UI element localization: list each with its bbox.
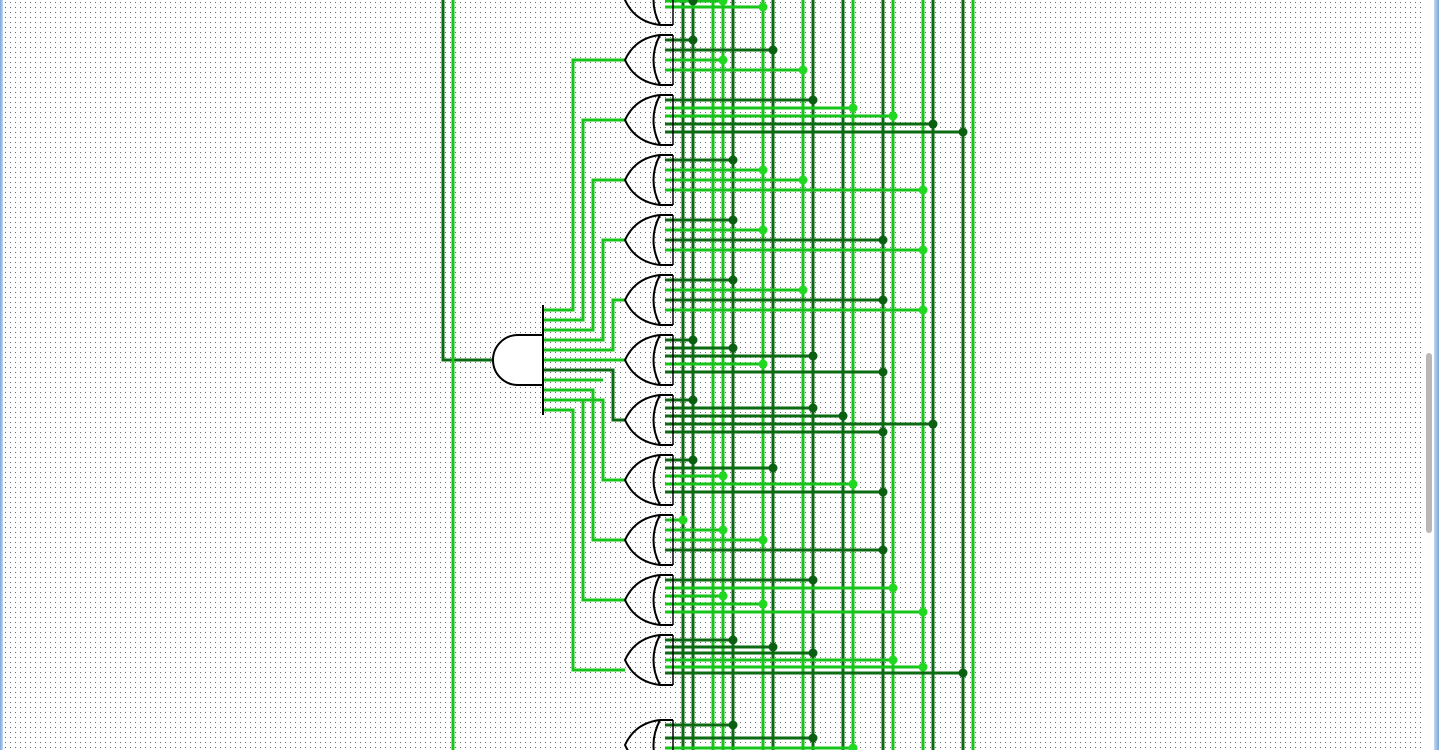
or-gate [623, 574, 673, 626]
bus-tap-junction [808, 733, 818, 743]
bus-tap-junction [758, 599, 768, 609]
bus-tap-junction [808, 403, 818, 413]
and-output-wire [441, 0, 495, 362]
bus-tap-junction [728, 275, 738, 285]
or-input-wire [543, 58, 625, 312]
bus-tap-junction [688, 0, 698, 6]
or-input-wire [543, 178, 625, 332]
wire-layer [441, 0, 975, 750]
bus-tap-junction [718, 0, 728, 6]
bus-tap-junction [848, 743, 858, 750]
bus-tap-junction [878, 545, 888, 555]
gate-layer [492, 0, 674, 750]
or-gate [623, 634, 673, 686]
bus-tap-junction [798, 285, 808, 295]
bus-tap-junction [918, 607, 928, 617]
or-gate [623, 94, 673, 146]
bus-tap-junction [758, 359, 768, 369]
or-input-wire [543, 368, 625, 422]
or-gate [623, 334, 673, 386]
bus-tap-junction [888, 111, 898, 121]
bus-tap-junction [808, 575, 818, 585]
bus-tap-junction [918, 662, 928, 672]
bus-tap-junction [728, 155, 738, 165]
window-right-border [1434, 0, 1439, 750]
bus-tap-junction [718, 471, 728, 481]
or-input-wire [543, 238, 625, 342]
or-input-wire [543, 118, 625, 322]
bus-tap-junction [728, 215, 738, 225]
or-gate [623, 514, 673, 566]
bus-tap-junction [728, 343, 738, 353]
bus-tap-junction [888, 655, 898, 665]
bus-tap-junction [808, 648, 818, 658]
bus-tap-junction [688, 395, 698, 405]
bus-tap-junction [798, 175, 808, 185]
or-gate [623, 154, 673, 206]
junction-layer [678, 0, 968, 750]
or-gate [623, 274, 673, 326]
or-gate [623, 454, 673, 506]
bus-tap-junction [878, 235, 888, 245]
bus-tap-junction [758, 225, 768, 235]
bus-tap-junction [928, 419, 938, 429]
bus-tap-junction [878, 367, 888, 377]
bus-tap-junction [718, 525, 728, 535]
bus-tap-junction [688, 35, 698, 45]
bus-tap-junction [718, 591, 728, 601]
bus-tap-junction [808, 351, 818, 361]
or-gate [623, 394, 673, 446]
bus-tap-junction [678, 515, 688, 525]
or-input-wire [543, 408, 625, 672]
bus-tap-junction [718, 55, 728, 65]
or-gate [623, 719, 673, 750]
bus-tap-junction [848, 479, 858, 489]
bus-tap-junction [878, 427, 888, 437]
bus-tap-junction [728, 635, 738, 645]
bus-tap-junction [918, 305, 928, 315]
bus-tap-junction [688, 455, 698, 465]
or-gate [623, 0, 673, 26]
bus-tap-junction [688, 335, 698, 345]
or-gate [623, 214, 673, 266]
and-gate [492, 334, 544, 386]
bus-tap-junction [878, 487, 888, 497]
bus-tap-junction [768, 45, 778, 55]
window-left-border [0, 0, 3, 750]
or-input-wire [543, 298, 625, 352]
or-gate [623, 34, 673, 86]
bus-tap-junction [958, 668, 968, 678]
bus-tap-junction [768, 463, 778, 473]
bus-tap-junction [838, 411, 848, 421]
vertical-scrollbar-thumb[interactable] [1426, 353, 1432, 533]
bus-tap-junction [758, 165, 768, 175]
bus-tap-junction [758, 535, 768, 545]
or-input-wire [543, 398, 625, 602]
bus-tap-junction [878, 295, 888, 305]
bus-tap-junction [958, 127, 968, 137]
bus-tap-junction [768, 642, 778, 652]
bus-tap-junction [728, 720, 738, 730]
bus-tap-junction [758, 2, 768, 12]
bus-tap-junction [918, 245, 928, 255]
bus-tap-junction [918, 185, 928, 195]
bus-tap-junction [798, 65, 808, 75]
bus-tap-junction [928, 119, 938, 129]
bus-tap-junction [848, 103, 858, 113]
bus-tap-junction [888, 583, 898, 593]
bus-tap-junction [808, 95, 818, 105]
